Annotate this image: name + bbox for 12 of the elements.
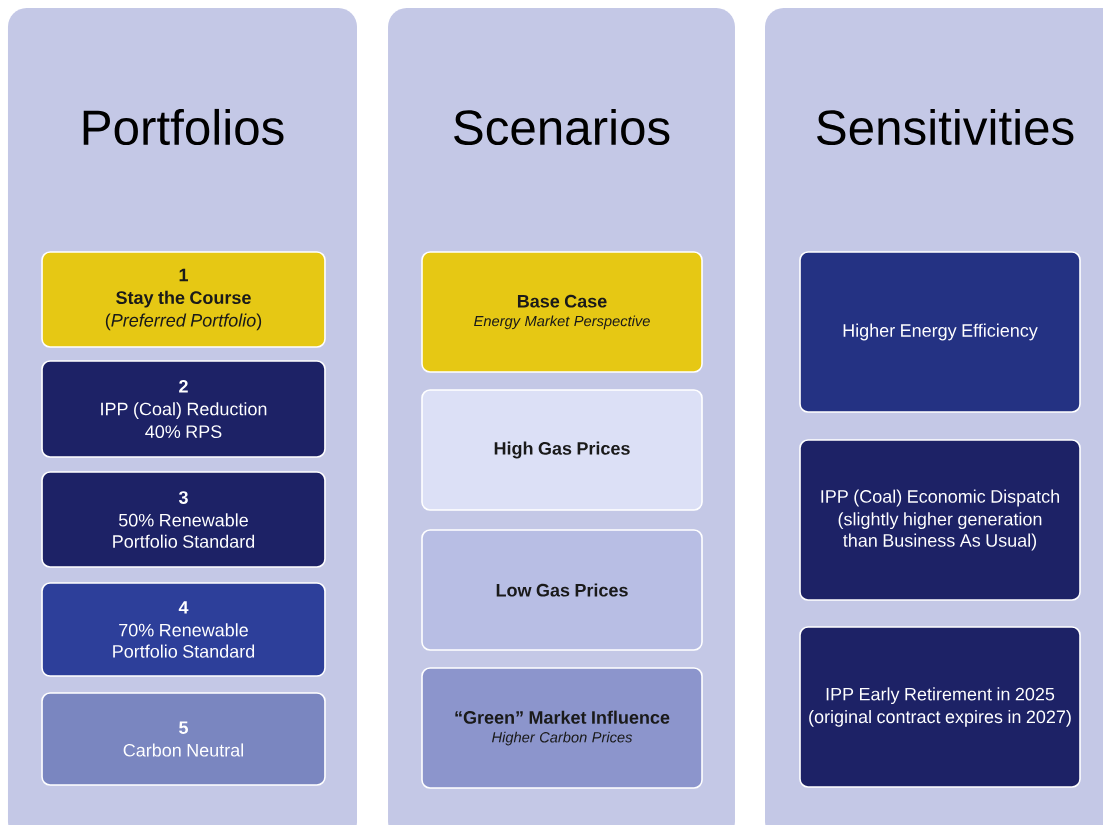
option-box: 5 Carbon Neutral: [41, 692, 326, 786]
option-box: Low Gas Prices: [421, 529, 703, 651]
option-box: 3 50% Renewable Portfolio Standard: [41, 471, 326, 568]
option-box: IPP (Coal) Economic Dispatch (slightly higher generation than Business As Usual): [799, 439, 1081, 601]
option-box: IPP Early Retirement in 2025 (original contract expires in 2027): [799, 626, 1081, 788]
option-box: 4 70% Renewable Portfolio Standard: [41, 582, 326, 677]
option-box: 1 Stay the Course (Preferred Portfolio): [41, 251, 326, 348]
option-box: 2 IPP (Coal) Reduction 40% RPS: [41, 360, 326, 458]
option-box: High Gas Prices: [421, 389, 703, 511]
option-box: Higher Energy Efficiency: [799, 251, 1081, 413]
option-box: “Green” Market Influence Higher Carbon Prices: [421, 667, 703, 789]
option-box: Base Case Energy Market Perspective: [421, 251, 703, 373]
